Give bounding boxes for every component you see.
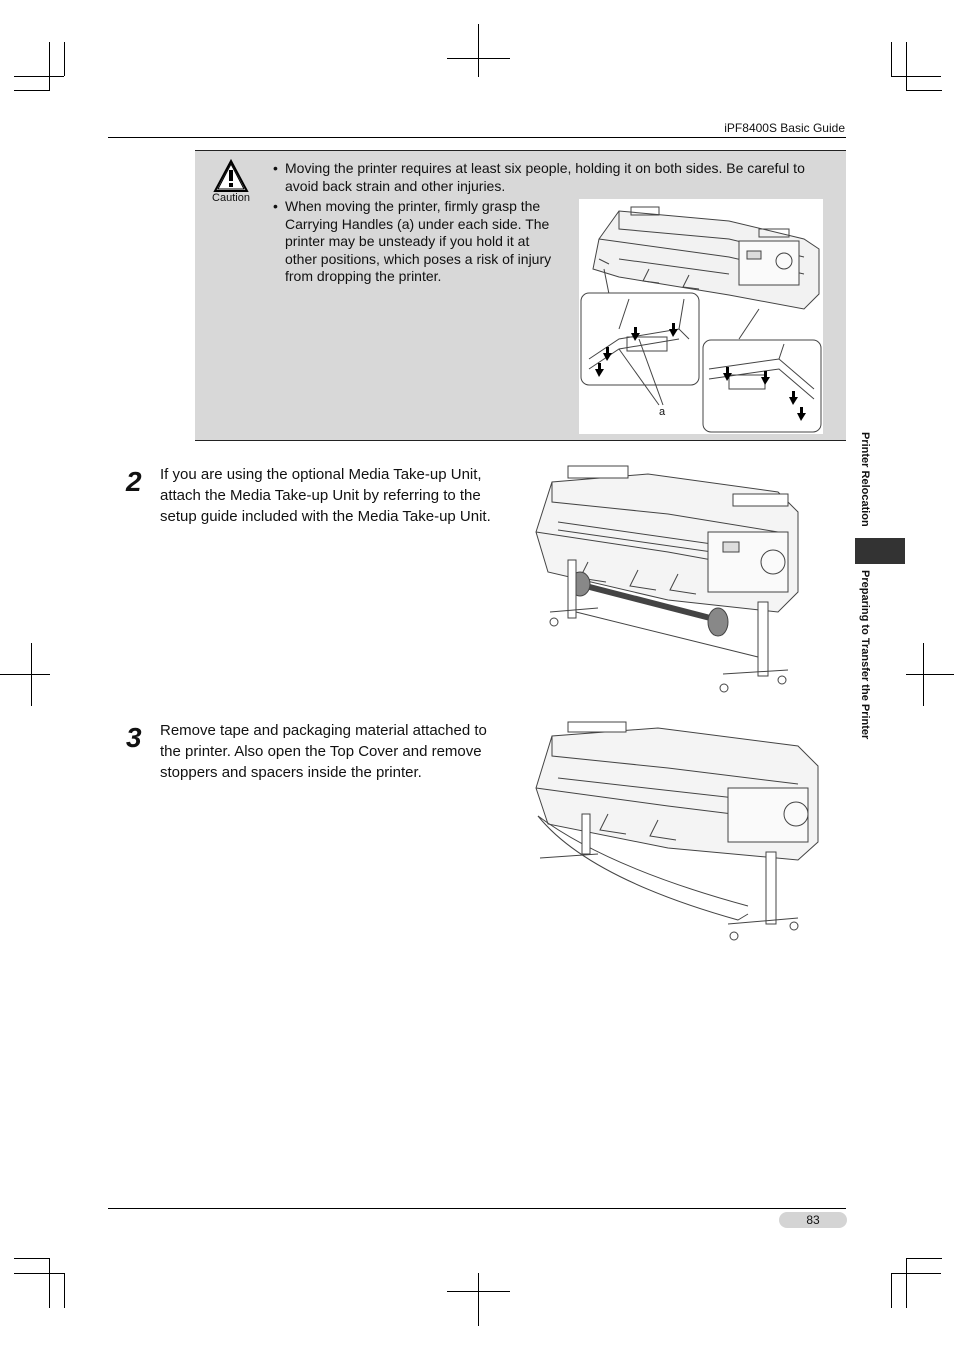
step-number: 3	[126, 722, 142, 753]
step-text: If you are using the optional Media Take…	[160, 466, 491, 525]
printer-takeup-unit-illustration	[528, 462, 804, 698]
crop-mark	[478, 1273, 479, 1326]
crop-mark	[14, 1273, 64, 1274]
document-title: iPF8400S Basic Guide	[724, 121, 845, 135]
carrying-handles-illustration: a	[579, 199, 823, 434]
crop-mark	[49, 42, 50, 91]
crop-mark	[64, 1273, 65, 1308]
crop-mark	[14, 90, 50, 91]
crop-mark	[891, 1273, 892, 1308]
crop-mark	[64, 42, 65, 76]
header-divider	[108, 137, 846, 138]
step-number: 2	[126, 466, 142, 497]
crop-mark	[49, 1258, 50, 1308]
crop-mark	[906, 674, 954, 675]
crop-mark	[891, 42, 892, 76]
subsection-sidebar-label: Preparing to Transfer the Printer	[859, 570, 871, 740]
crop-mark	[447, 1291, 510, 1292]
bullet-dot: •	[273, 160, 278, 176]
crop-mark	[478, 24, 479, 77]
section-tab-marker	[855, 538, 905, 564]
warning-triangle-icon	[213, 159, 249, 193]
caution-item-text: Moving the printer requires at least six…	[285, 160, 805, 194]
crop-mark	[906, 90, 942, 91]
footer-divider	[108, 1208, 846, 1209]
caution-box: Caution • Moving the printer requires at…	[195, 150, 846, 441]
caution-item-text: When moving the printer, firmly grasp th…	[285, 198, 552, 284]
caution-label: Caution	[212, 192, 250, 204]
crop-mark	[14, 76, 64, 77]
printer-basket-illustration	[528, 718, 824, 946]
caution-item: • Moving the printer requires at least s…	[273, 160, 833, 195]
crop-mark	[447, 58, 510, 59]
crop-mark	[906, 1258, 907, 1308]
crop-mark	[14, 1258, 50, 1259]
crop-mark	[891, 76, 941, 77]
crop-mark	[0, 674, 50, 675]
section-sidebar-label: Printer Relocation	[859, 432, 871, 527]
step-text: Remove tape and packaging material attac…	[160, 722, 487, 781]
crop-mark	[891, 1273, 941, 1274]
handle-callout-label: a	[659, 406, 666, 418]
caution-item: • When moving the printer, firmly grasp …	[273, 198, 557, 286]
page-number: 83	[779, 1212, 847, 1228]
crop-mark	[906, 1258, 942, 1259]
crop-mark	[906, 42, 907, 91]
bullet-dot: •	[273, 198, 278, 214]
